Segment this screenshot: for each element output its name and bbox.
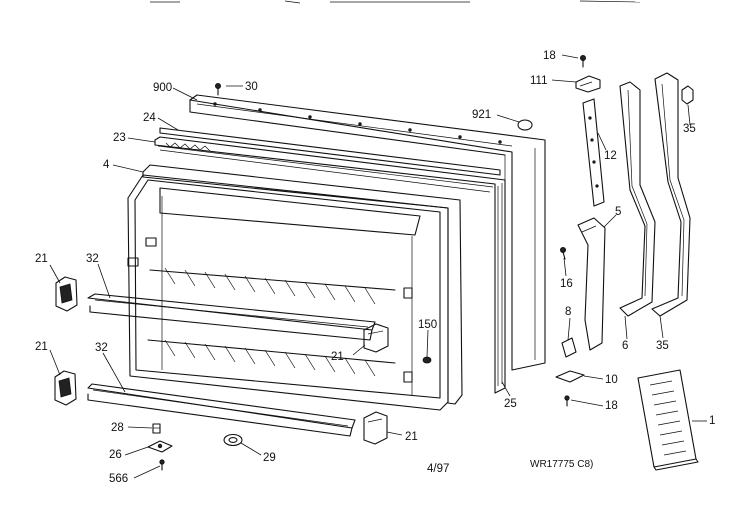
callout-12: 12 — [604, 150, 617, 162]
end-cap-lower-right — [363, 411, 388, 445]
callout-8: 8 — [565, 306, 571, 318]
callout-30: 30 — [245, 81, 258, 93]
callout-18-bottom: 18 — [605, 400, 618, 412]
screw-18-bottom — [564, 395, 570, 407]
date-code: 4/97 — [427, 463, 449, 475]
callout-18-top: 18 — [543, 50, 556, 62]
owners-manual — [637, 369, 699, 471]
callout-24: 24 — [143, 112, 156, 124]
screw-18-top — [580, 55, 587, 68]
callout-150: 150 — [418, 319, 437, 331]
callout-32-lower: 32 — [95, 342, 108, 354]
callout-566: 566 — [109, 473, 128, 485]
callout-29: 29 — [263, 452, 276, 464]
callout-26: 26 — [109, 449, 122, 461]
callout-21-upper-left: 21 — [35, 253, 48, 265]
callout-23: 23 — [113, 132, 126, 144]
handle-35 — [651, 72, 691, 317]
clip-10 — [555, 370, 585, 383]
handle-trim-12 — [582, 98, 605, 207]
breaker-strip — [159, 127, 501, 176]
callout-35-bottom: 35 — [656, 340, 669, 352]
end-cap-lower-left — [54, 370, 77, 406]
callout-32-upper: 32 — [86, 253, 99, 265]
callout-1: 1 — [709, 415, 715, 427]
screw-566 — [159, 459, 165, 471]
scan-artifact-top — [150, 0, 641, 4]
callout-21-center: 21 — [331, 351, 344, 363]
callout-35-top: 35 — [683, 123, 696, 135]
callout-5: 5 — [615, 206, 621, 218]
hinge-bracket-111 — [575, 75, 601, 93]
callout-21-lower-left: 21 — [35, 341, 48, 353]
washer-29 — [223, 433, 243, 447]
callout-16: 16 — [560, 278, 573, 290]
end-cap-center — [363, 323, 389, 353]
plug-button-921 — [517, 119, 533, 131]
screw-16 — [560, 246, 567, 260]
spacer-28 — [152, 423, 161, 434]
screw-30 — [214, 83, 221, 96]
callout-900: 900 — [153, 82, 172, 94]
callout-921: 921 — [472, 109, 491, 121]
cap-8 — [561, 337, 577, 358]
callout-6: 6 — [622, 340, 628, 352]
door-liner — [127, 164, 463, 411]
callout-4: 4 — [103, 159, 110, 171]
handle-bracket-5 — [577, 217, 606, 351]
callout-10: 10 — [605, 374, 618, 386]
end-cap-35 — [681, 85, 694, 105]
leader-lines — [49, 54, 707, 479]
screw-150 — [422, 356, 432, 364]
hinge-pin-26 — [147, 440, 173, 453]
door-gasket — [154, 136, 506, 394]
drawing-number: WR17775 C8) — [530, 459, 593, 470]
shelf-bar-lower — [87, 383, 356, 437]
shelf-bar-upper — [87, 293, 376, 341]
callout-labels: 18 111 900 30 921 24 23 4 12 35 5 16 21 … — [35, 50, 715, 485]
callout-21-lower-right: 21 — [405, 431, 418, 443]
end-cap-upper-left — [55, 276, 78, 312]
callout-111: 111 — [530, 75, 547, 87]
callout-28: 28 — [111, 422, 124, 434]
handle-6 — [619, 81, 656, 317]
callout-25: 25 — [504, 398, 517, 410]
